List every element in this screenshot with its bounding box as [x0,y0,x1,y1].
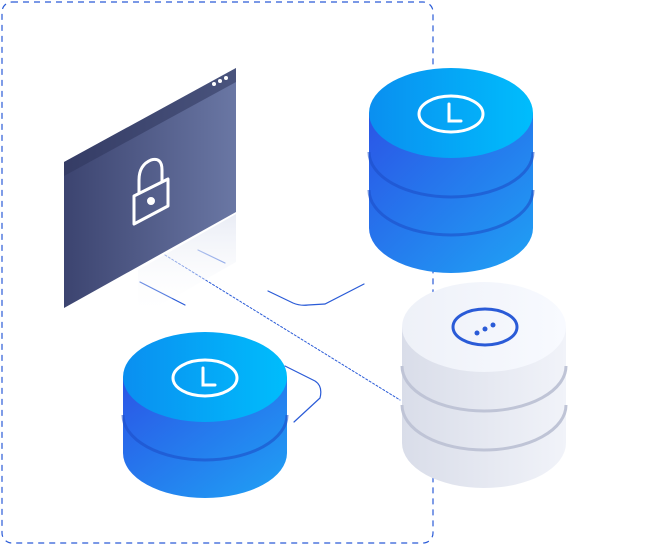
lock-icon [132,158,170,226]
database-icon [367,68,535,273]
panel-reflection [138,214,236,318]
clock-icon [171,358,239,398]
dashed-boundary [1,1,434,544]
more-dots-icon [451,307,519,347]
database-icon [400,282,568,488]
more-dots-icon [212,76,228,86]
clock-icon [417,94,485,134]
browser-window-icon [64,68,236,308]
database-icon [121,332,289,498]
